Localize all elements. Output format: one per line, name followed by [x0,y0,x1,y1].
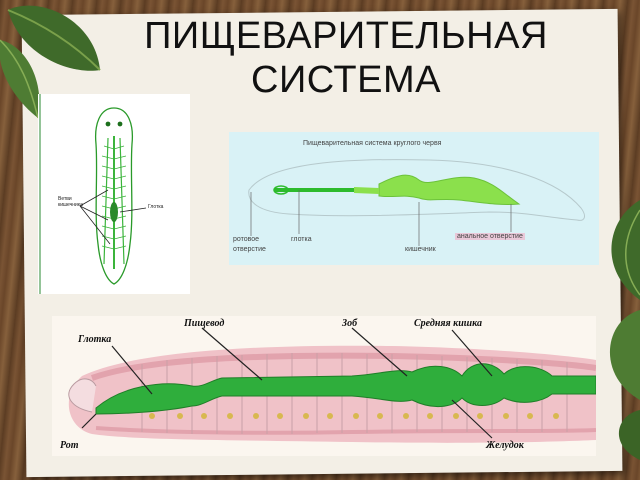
planarian-pharynx-label: Глотка [148,204,164,210]
roundworm-illustration [248,159,585,246]
slide-title: ПИЩЕВАРИТЕЛЬНАЯ СИСТЕМА [96,14,596,102]
roundworm-diagram: Пищеварительная система круглого червя р… [229,132,599,265]
earthworm-midgut-label: Средняя кишка [414,318,482,329]
earthworm-mouth-label: Рот [60,440,79,451]
earthworm-gizzard-label: Желудок [486,440,524,451]
earthworm-illustration [68,327,596,443]
roundworm-mouth-label-2: отверстие [233,246,266,253]
earthworm-pharynx-label: Глотка [78,334,112,345]
planarian-illustration [39,94,147,294]
roundworm-caption: Пищеварительная система круглого червя [303,140,442,147]
roundworm-anus-label: анальное отверстие [455,233,525,240]
roundworm-mouth-label-1: ротовое [233,236,260,243]
leaf-decoration-right [609,200,640,460]
earthworm-esophagus-label: Пищевод [184,318,225,329]
planarian-diagram: Ветви кишечника Глотка [38,94,190,294]
leaf-decoration-top-left [0,5,101,119]
roundworm-pharynx-label: глотка [291,236,312,243]
planarian-branches-label: Ветви кишечника [58,196,83,208]
title-line-2: СИСТЕМА [251,59,441,101]
roundworm-intestine-label: кишечник [405,246,436,253]
earthworm-diagram: Пищевод Зоб Средняя кишка Глотка Рот Жел… [52,316,596,456]
earthworm-crop-label: Зоб [342,318,358,329]
title-line-1: ПИЩЕВАРИТЕЛЬНАЯ [144,15,548,57]
